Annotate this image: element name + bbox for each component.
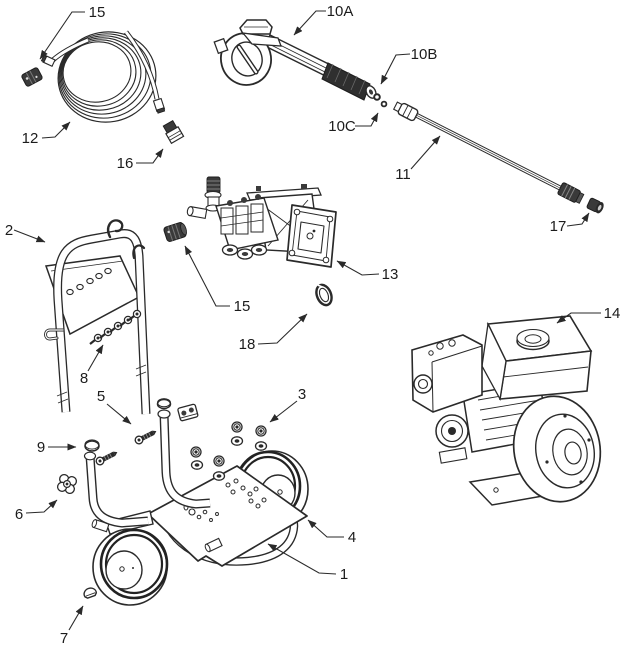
leader-line-14	[556, 312, 601, 324]
part-label-12: 12	[22, 130, 39, 147]
part-label-16: 16	[117, 155, 134, 172]
leader-line-6	[25, 499, 58, 514]
part-label-5: 5	[97, 388, 105, 405]
leader-line-18	[257, 313, 308, 345]
bolt-5	[134, 430, 157, 445]
part-label-18: 18	[239, 336, 256, 353]
part-label-4: 4	[348, 529, 356, 546]
part-label-13: 13	[382, 266, 399, 283]
leader-line-13	[336, 260, 380, 276]
engine-fuel-tank	[481, 315, 593, 401]
star-knob-6	[56, 473, 78, 495]
hose-end-fitting	[152, 97, 166, 114]
engine-recoil-starter	[512, 395, 602, 503]
nozzle-17	[586, 197, 604, 214]
engine-air-cleaner	[411, 334, 483, 413]
part-label-7: 7	[60, 630, 68, 647]
part-label-17: 17	[550, 218, 567, 235]
pump-inlet-port	[186, 206, 208, 219]
leader-line-4	[307, 519, 344, 538]
leader-line-2	[13, 229, 46, 243]
lance-end-coupler	[557, 182, 585, 204]
part-label-8: 8	[80, 370, 88, 387]
leader-line-10A	[293, 10, 326, 36]
panel-screws	[89, 309, 142, 345]
leader-line-3	[269, 400, 298, 423]
leader-line-10B	[380, 53, 411, 85]
part-label-1: 1	[340, 566, 348, 583]
lance-coupler	[392, 101, 419, 122]
flange-nut-3	[255, 425, 267, 437]
leader-line-1	[267, 543, 337, 575]
saddle-bracket	[177, 403, 199, 422]
leader-line-15b	[184, 245, 230, 307]
cart-leg-left	[83, 451, 149, 528]
hose-fitting-15-mid	[163, 222, 187, 242]
handle-frame	[44, 219, 151, 415]
part-label-14: 14	[604, 305, 621, 322]
leader-line-15a	[39, 11, 85, 60]
part-label-3: 3	[298, 386, 306, 403]
hose-end-fitting	[40, 54, 56, 68]
o-ring-10b	[373, 93, 381, 101]
clamp-ring-18	[315, 283, 333, 307]
part-label-11: 11	[395, 166, 411, 183]
plate-holes	[183, 478, 267, 522]
part-label-9: 9	[37, 439, 45, 456]
hub-cap-7	[83, 587, 98, 599]
bolt-left	[95, 451, 118, 466]
part-label-10B: 10B	[411, 46, 438, 63]
part-label-6: 6	[15, 506, 23, 523]
axle-stub-left	[91, 519, 110, 533]
gun-grip	[321, 62, 371, 101]
gun-body-cap	[213, 19, 282, 55]
callout-labels-layer: 15 12 16 10A 10B 10C 11 17 13 15 18 14 2 85 9 6 7 3 4 1	[5, 3, 621, 647]
leader-line-12	[41, 121, 71, 139]
wheel-left	[92, 528, 169, 606]
part-label-10A: 10A	[327, 3, 354, 20]
fastener-stacks	[190, 421, 268, 481]
engine	[411, 315, 602, 506]
part-label-15b: 15	[234, 298, 251, 315]
pump-mounting-flange	[286, 204, 337, 268]
o-ring-10c	[380, 100, 388, 108]
frame-hook-left	[44, 328, 65, 341]
leader-line-5	[106, 403, 132, 425]
hose-fitting-16	[162, 119, 185, 145]
tube-cap-9	[84, 439, 100, 452]
engine-crankshaft-pto	[435, 414, 469, 464]
spray-gun	[213, 19, 377, 101]
frame-hook-top	[106, 219, 146, 260]
hose-fitting-15-top	[21, 67, 43, 87]
cart-leg-right	[157, 409, 211, 509]
part-label-10C: 10C	[328, 118, 356, 135]
leader-line-16	[136, 148, 164, 164]
leader-line-11	[410, 135, 441, 170]
leader-line-7	[68, 605, 84, 631]
panel-holes	[66, 267, 112, 296]
axle-stub-front	[204, 537, 223, 553]
hose-coil	[40, 30, 166, 123]
leader-line-10C	[355, 112, 379, 127]
lance-wand	[392, 101, 585, 204]
part-label-2: 2	[5, 222, 13, 239]
part-label-15a: 15	[89, 4, 106, 21]
pump-manifold	[215, 194, 279, 260]
tube-cap-right-leg	[156, 398, 172, 410]
leader-line-17	[566, 212, 590, 227]
pump-assembly	[186, 176, 337, 268]
leader-line-8	[87, 344, 104, 372]
